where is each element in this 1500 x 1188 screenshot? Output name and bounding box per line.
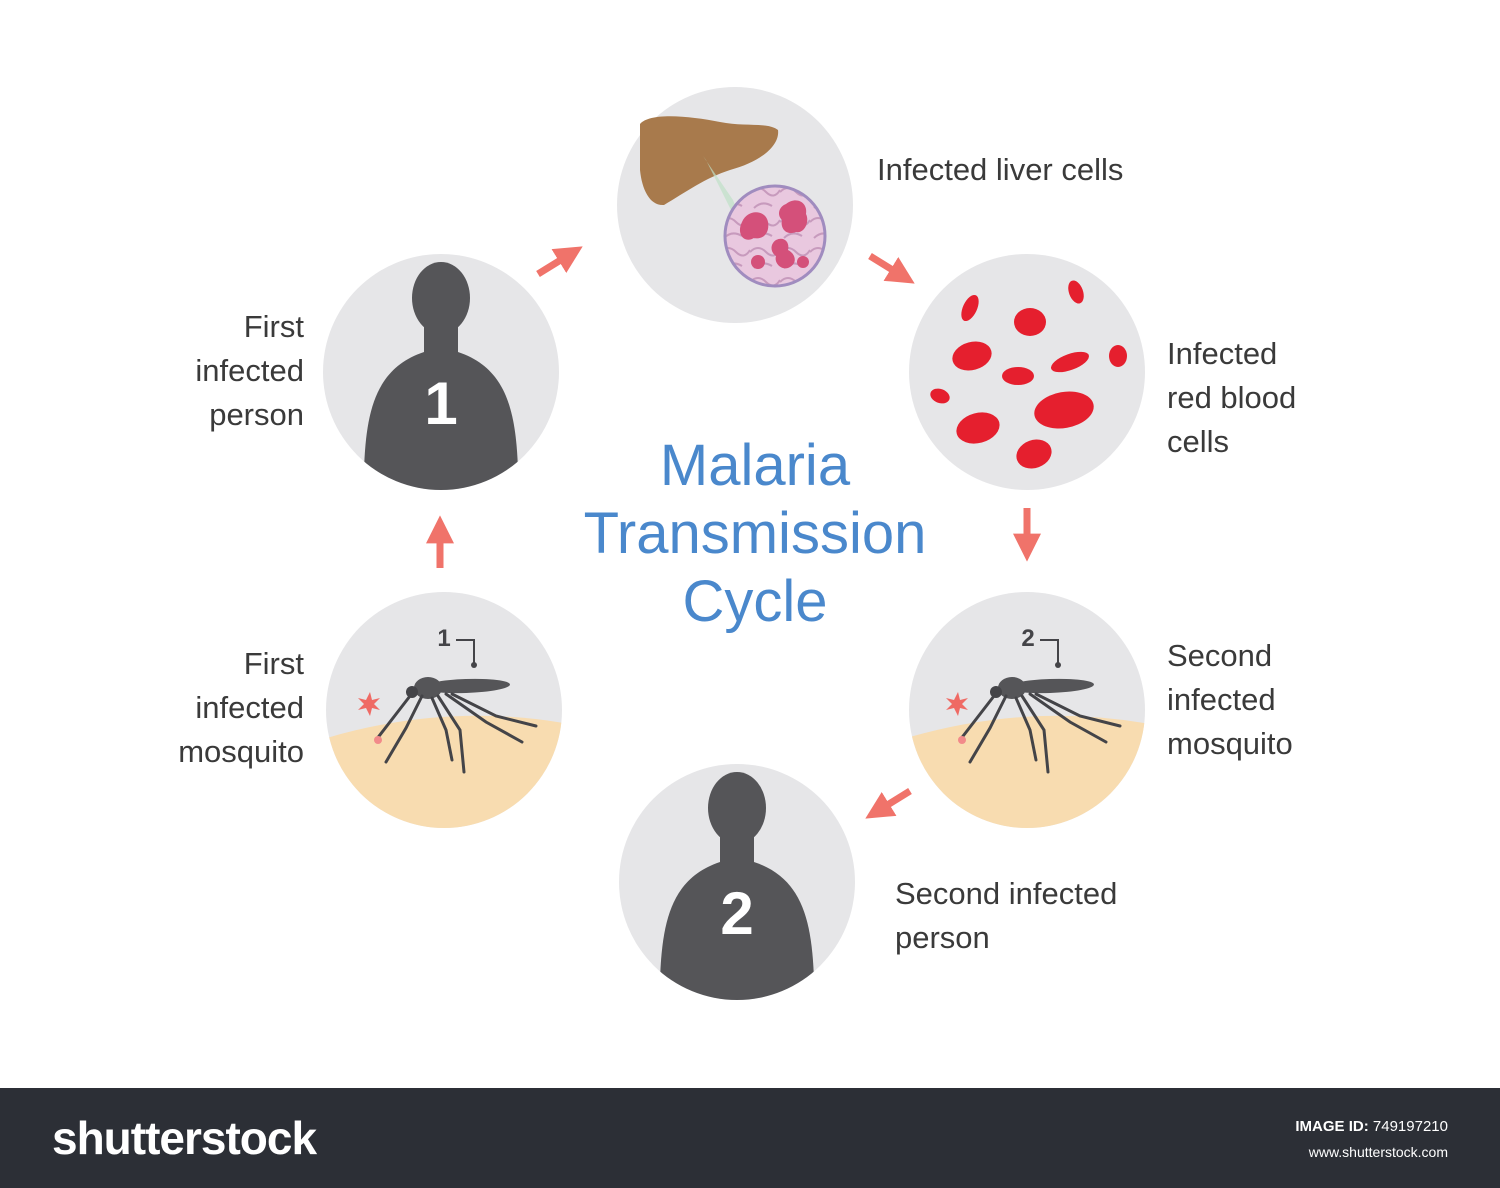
cycle-arrows [426, 246, 1041, 819]
bite-spark-icon [358, 692, 380, 716]
first-mosquito-label: First infected mosquito [178, 646, 304, 769]
second-mosquito-badge: 2 [1021, 625, 1034, 652]
malaria-cycle-diagram: 1 [323, 87, 1145, 1000]
mosquito-icon [958, 677, 1122, 774]
site-url: www.shutterstock.com [1308, 1144, 1448, 1160]
footer-bar: shutterstock IMAGE ID: 749197210 www.shu… [0, 1088, 1500, 1188]
red-blood-cells-icon [930, 280, 1127, 469]
bite-mark [374, 736, 382, 744]
blood-label: Infected red blood cells [1167, 336, 1297, 459]
diagram-title: Malaria Transmission Cycle [583, 433, 927, 634]
liver-icon [640, 116, 779, 206]
pointer-line [456, 639, 475, 664]
liver-stage [617, 87, 853, 323]
infected-cell-nuclei [739, 200, 809, 269]
mosquito-icon [374, 677, 538, 774]
person-silhouette-icon [660, 772, 814, 1000]
bite-mark [958, 736, 966, 744]
cell-magnifier-icon [723, 184, 827, 288]
first-person-badge: 1 [424, 370, 457, 437]
image-id-line: IMAGE ID: 749197210 [1295, 1118, 1448, 1135]
image-id-label: IMAGE ID: [1295, 1118, 1369, 1135]
liver-label: Infected liver cells [877, 152, 1124, 187]
blood-stage [909, 254, 1145, 490]
second-mosquito-label: Second infected mosquito [1167, 638, 1293, 761]
person-silhouette-icon [364, 262, 518, 490]
arrow-liver-to-blood [868, 253, 915, 284]
second-person-label: Second infected person [895, 876, 1118, 955]
first-mosquito-badge: 1 [437, 625, 450, 652]
second-person-badge: 2 [720, 880, 753, 947]
bite-spark-icon [946, 692, 968, 716]
arrow-person1-to-liver [536, 246, 583, 277]
first-person-stage: 1 [323, 254, 559, 490]
arrow-mosquito2-to-person2 [865, 788, 912, 819]
brand-logo: shutterstock [52, 1112, 317, 1164]
image-id-value: 749197210 [1372, 1118, 1448, 1135]
skin-area [326, 715, 562, 828]
second-person-stage: 2 [619, 764, 855, 1000]
pointer-line [1040, 639, 1059, 664]
first-person-label: First infected person [195, 309, 304, 432]
